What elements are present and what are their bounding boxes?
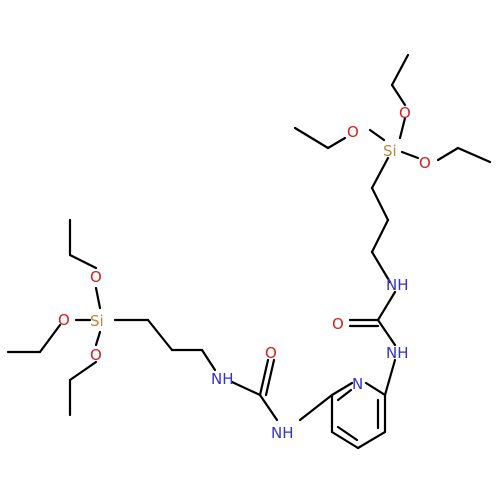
atom-label-o-left-a: O (90, 268, 102, 286)
atom-labels: N NH NH NH NH O O Si Si O O O O O O (58, 104, 431, 442)
bond (68, 360, 98, 382)
bond (94, 330, 102, 347)
atom-label-nh-right-upper: NH (386, 276, 409, 294)
atom-label-o-left-b: O (58, 311, 70, 329)
bond (264, 358, 276, 397)
bond (298, 393, 334, 422)
bond (390, 83, 407, 107)
bond (356, 430, 387, 450)
bonds (6, 53, 492, 450)
bond (326, 136, 347, 150)
bond (370, 186, 390, 222)
bond (436, 146, 460, 162)
bond (336, 388, 353, 402)
bond (456, 146, 492, 164)
bond (336, 425, 359, 442)
bond (364, 381, 387, 397)
atom-label-si-left: Si (90, 312, 104, 330)
bond (94, 286, 102, 310)
bond (370, 250, 392, 284)
bond (368, 128, 386, 142)
bond (398, 116, 407, 140)
bond (400, 150, 420, 160)
bond (230, 380, 262, 397)
bond (330, 381, 354, 397)
bond (68, 253, 98, 270)
atom-label-o-left-c: O (90, 346, 102, 364)
atom-label-o-top-a: O (347, 123, 359, 141)
atom-label-si-top: Si (383, 142, 397, 160)
atom-label-o-top-c: O (419, 154, 431, 172)
atom-label-nh-right-lower: NH (386, 344, 409, 362)
atom-label-n-pyridine: N (352, 375, 363, 393)
bond (383, 358, 397, 397)
bond (376, 318, 397, 347)
bond (370, 156, 390, 190)
bond (390, 53, 410, 87)
atom-label-o-top-b: O (399, 104, 411, 122)
bond (376, 290, 397, 322)
bond (258, 393, 279, 422)
atom-label-nh-left-upper: NH (211, 370, 234, 388)
atom-label-o-urea-left: O (265, 344, 277, 362)
bond (370, 218, 390, 254)
bond (200, 348, 217, 372)
bond (146, 318, 174, 352)
bond (258, 358, 270, 397)
atom-label-o-urea-right: O (332, 315, 344, 333)
bond (330, 430, 360, 450)
bond (38, 323, 62, 354)
bond (293, 126, 330, 150)
atom-label-nh-left-lower: NH (271, 424, 294, 442)
